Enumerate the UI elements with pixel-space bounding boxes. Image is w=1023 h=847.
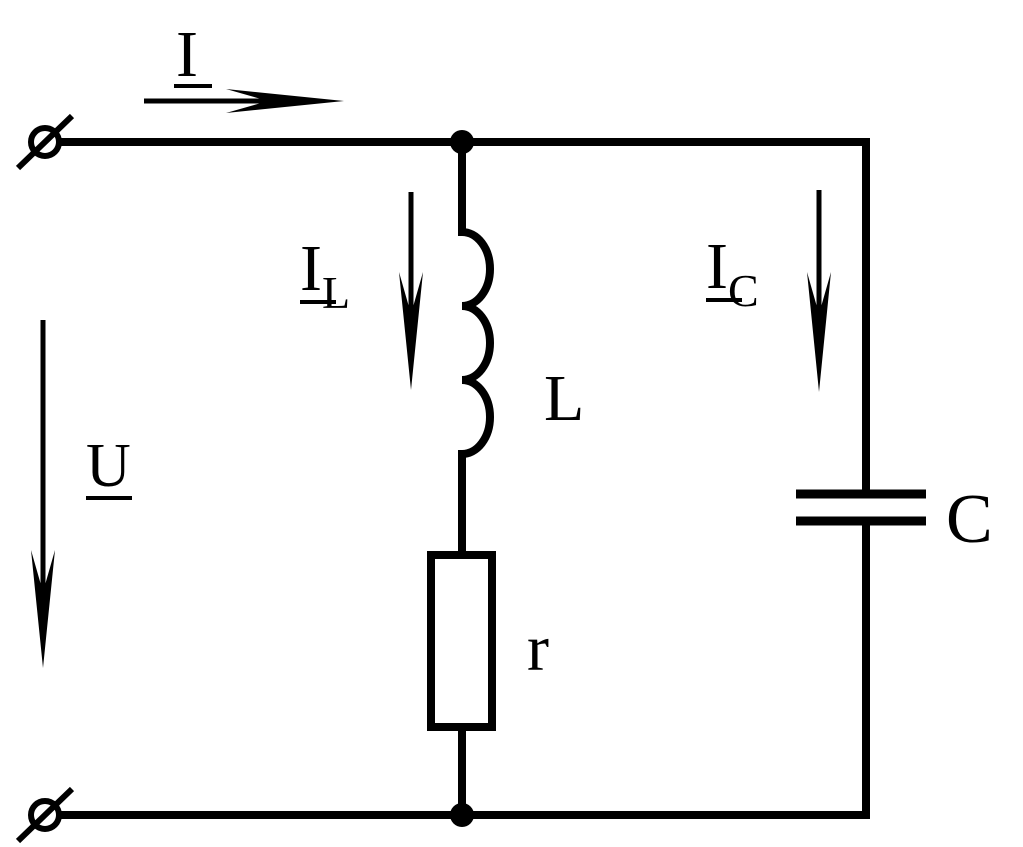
current-total-arrow [144, 89, 344, 113]
top-junction-dot [450, 130, 474, 154]
top-terminal [15, 113, 75, 171]
bottom-junction-dot [450, 803, 474, 827]
current-capacitor-label: IC [706, 230, 759, 316]
bottom-terminal [15, 786, 75, 844]
current-inductor-subscript: L [322, 267, 350, 318]
current-inductor-symbol: I [300, 232, 322, 305]
current-inductor-arrow [399, 192, 423, 390]
current-capacitor-arrow [807, 190, 831, 392]
inductor-symbol [461, 228, 494, 458]
current-capacitor-subscript: C [728, 265, 759, 316]
current-total-label: I [176, 18, 198, 91]
inductor-label: L [544, 362, 584, 435]
current-capacitor-symbol: I [706, 230, 728, 303]
capacitor-label: C [946, 481, 993, 558]
resistor-symbol [427, 551, 496, 731]
voltage-arrow [31, 320, 55, 668]
current-inductor-label: IL [300, 232, 350, 318]
voltage-label: U [86, 432, 131, 500]
resistor-label: r [527, 612, 549, 685]
